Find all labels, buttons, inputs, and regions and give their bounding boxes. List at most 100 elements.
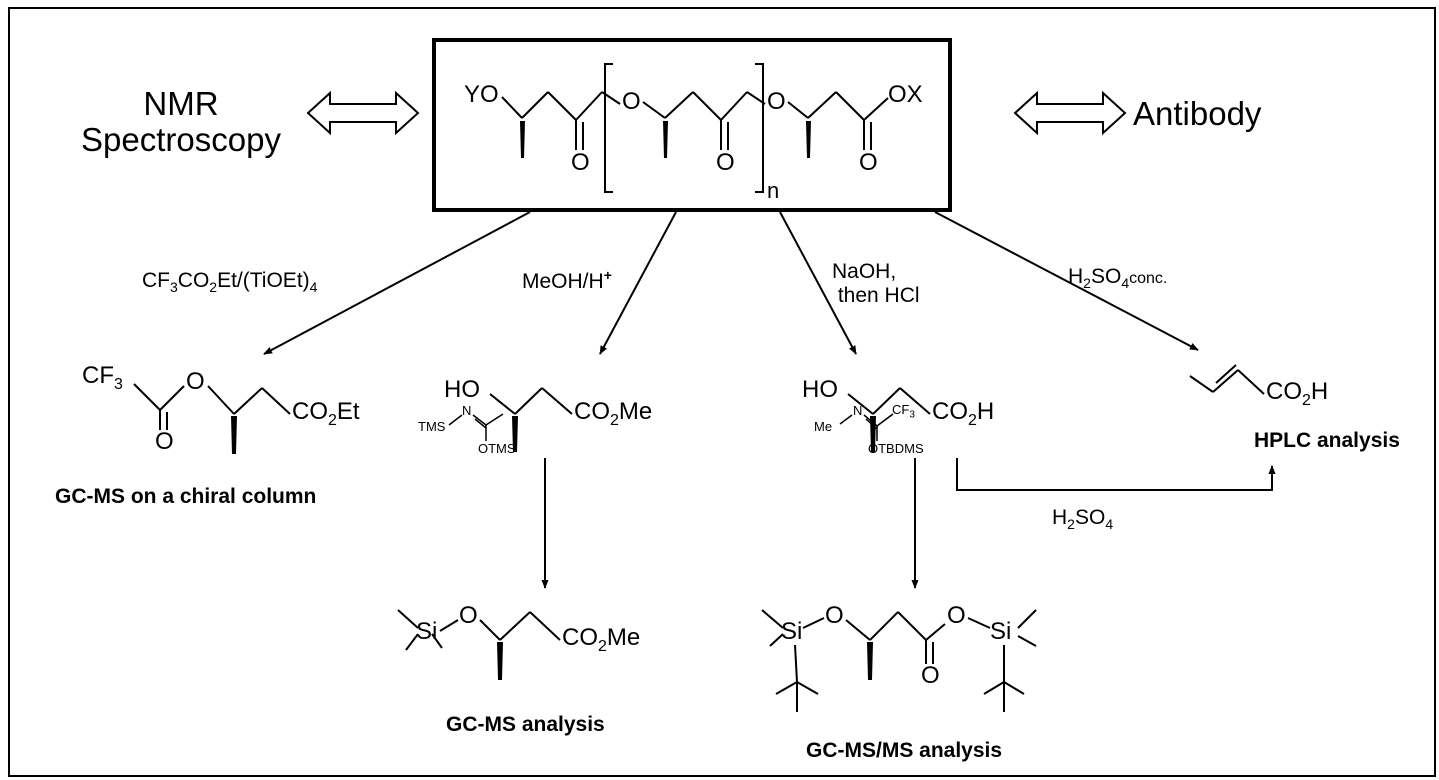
tbdms-reagent-me: Me xyxy=(814,419,833,434)
reagent-h2so4: H2SO4 xyxy=(1052,507,1113,531)
p6-o2: O xyxy=(947,602,966,629)
atom-text: CF xyxy=(82,362,114,389)
p2-methyl-ester: CO2Me xyxy=(574,400,652,429)
methyl-ester-skeleton xyxy=(489,387,573,415)
tbdms-reagent-cf3: CF3 xyxy=(892,403,915,421)
p1-ethyl-ester: CO2Et xyxy=(292,400,360,429)
arrow-acid-to-hplc xyxy=(956,458,1276,491)
tms-ether-wedge xyxy=(497,642,503,680)
atom-text: Me xyxy=(618,398,653,425)
polymer-box xyxy=(432,38,952,212)
arrow-to-crotonic xyxy=(934,211,1199,351)
analysis-gcms-ms: GC-MS/MS analysis xyxy=(806,739,1003,762)
atom-subscript: 2 xyxy=(610,411,619,429)
reagent-text: Et/(TiOEt) xyxy=(217,269,310,292)
reagent-hydrolysis: NaOH, then HCl xyxy=(832,260,920,307)
reagent-text: CF xyxy=(142,269,170,292)
tms-reagent-skeleton xyxy=(448,413,504,441)
p6-si1: Si xyxy=(781,618,803,645)
nmr-double-arrow xyxy=(306,90,420,136)
reagent-subscript: 2 xyxy=(1083,275,1091,292)
analysis-gcms: GC-MS analysis xyxy=(446,713,605,736)
atom-text: CO xyxy=(574,398,610,425)
reagent-text: H xyxy=(1068,265,1084,288)
reagent-subscript: 2 xyxy=(209,279,218,296)
p6-carbonyl-o: O xyxy=(921,662,940,689)
reagent-tfa-transesterification: CF3CO2Et/(TiOEt)4 xyxy=(142,270,317,294)
atom-text: CO xyxy=(562,624,598,651)
tms-ether-skeleton xyxy=(397,609,561,651)
reagent-text: MeOH/H xyxy=(522,270,604,293)
antibody-double-arrow xyxy=(1013,90,1127,136)
polymer-wedges xyxy=(520,121,811,158)
atom-subscript: 3 xyxy=(114,375,123,393)
analysis-chiral-gcms: GC-MS on a chiral column xyxy=(55,485,317,508)
polymer-end-yo: YO xyxy=(464,81,499,108)
bis-tbdms-skeleton xyxy=(761,609,1037,712)
analysis-hplc: HPLC analysis xyxy=(1254,429,1400,452)
atom-text: Me xyxy=(606,624,641,651)
polymer-carbonyl-o1: O xyxy=(571,149,590,176)
reagent-text: conc. xyxy=(1129,270,1168,287)
nmr-label: NMR Spectroscopy xyxy=(81,85,281,158)
atom-text: H xyxy=(1310,378,1329,405)
tbdms-reagent-skeleton xyxy=(839,413,894,441)
tfa-ester-skeleton xyxy=(133,383,291,430)
reagent-text: SO xyxy=(1090,265,1122,288)
arrow-to-acid xyxy=(779,211,857,355)
crotonic-acid-skeleton xyxy=(1189,364,1265,395)
tms-reagent-otms: OTMS xyxy=(478,441,516,456)
acid-skeleton xyxy=(847,387,931,415)
p3-ho: HO xyxy=(802,376,838,403)
p2-ho: HO xyxy=(444,376,480,403)
methyl-ester-wedge xyxy=(512,416,518,452)
arrow-to-methyl-ester xyxy=(599,211,677,355)
atom-text: H xyxy=(976,398,995,425)
atom-subscript: 2 xyxy=(968,411,977,429)
p1-ether-o: O xyxy=(186,368,205,395)
atom-subscript: 2 xyxy=(328,411,337,429)
p5-o: O xyxy=(459,602,478,629)
atom-text: CO xyxy=(1266,378,1302,405)
tbdms-reagent-n: N xyxy=(853,403,863,418)
p3-acid: CO2H xyxy=(932,400,994,429)
polymer-carbonyl-o2: O xyxy=(716,149,735,176)
reagent-text: CO xyxy=(177,269,210,292)
atom-subscript: 3 xyxy=(909,409,915,421)
tms-reagent-tms: TMS xyxy=(418,419,446,434)
reagent-subscript: 4 xyxy=(309,279,318,296)
tbdms-reagent-otbdms: OTBDMS xyxy=(868,441,924,456)
atom-text: CO xyxy=(292,398,328,425)
reagent-h2so4-conc: H2SO4conc. xyxy=(1068,266,1167,290)
reagent-subscript: 4 xyxy=(1105,516,1114,533)
atom-subscript: 2 xyxy=(598,637,607,655)
p1-carbonyl-o: O xyxy=(155,428,174,455)
tms-reagent-n: N xyxy=(462,403,472,418)
polymer-end-ox: OX xyxy=(888,81,923,108)
polymer-skeleton xyxy=(501,63,889,193)
atom-text: CF xyxy=(892,402,910,417)
polymer-link-o1: O xyxy=(622,88,641,115)
p6-si2: Si xyxy=(990,618,1012,645)
polymer-repeat-n: n xyxy=(767,178,780,203)
tfa-ester-wedge xyxy=(231,416,237,454)
p5-methyl-ester: CO2Me xyxy=(562,626,640,655)
reagent-superscript: + xyxy=(603,267,612,283)
reagent-text: SO xyxy=(1074,506,1106,529)
reagent-subscript: 3 xyxy=(170,279,178,296)
reagent-methanolysis: MeOH/H+ xyxy=(522,268,612,292)
atom-text: CO xyxy=(932,398,968,425)
reagent-text: H xyxy=(1052,506,1068,529)
reagent-subscript: 2 xyxy=(1067,516,1075,533)
antibody-label: Antibody xyxy=(1133,95,1262,132)
polymer-carbonyl-o3: O xyxy=(859,149,878,176)
outer-frame xyxy=(8,7,1436,777)
reagent-subscript: 4 xyxy=(1121,275,1130,292)
p5-si: Si xyxy=(416,618,438,645)
atom-text: Et xyxy=(336,398,360,425)
arrow-to-tfa-ester xyxy=(263,211,531,355)
p4-acid: CO2H xyxy=(1266,380,1328,409)
bis-tbdms-wedge xyxy=(867,642,873,680)
atom-subscript: 2 xyxy=(1302,391,1311,409)
